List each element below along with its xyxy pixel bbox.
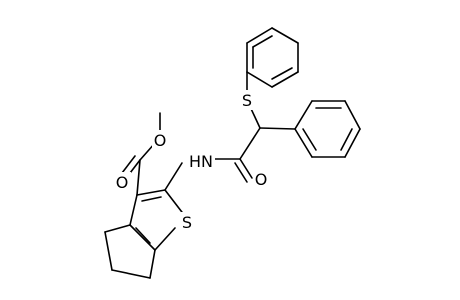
bond (340, 128, 353, 151)
bond (294, 100, 313, 130)
bond (294, 128, 313, 158)
bond (121, 155, 136, 174)
o-carbonyl-mask (114, 172, 131, 192)
bond (234, 162, 248, 183)
bond (259, 127, 296, 130)
bond (252, 35, 273, 48)
s-ring-mask (179, 212, 196, 232)
atom-o-amide: O (255, 170, 268, 189)
bonds (104, 27, 361, 279)
bond (104, 224, 131, 233)
o-methoxy-mask (152, 130, 169, 150)
bond (136, 159, 141, 196)
bond (246, 27, 273, 44)
bond (239, 127, 261, 160)
bond (104, 231, 113, 271)
bond (246, 71, 273, 88)
s-top-mask (239, 90, 256, 110)
nh-mask (189, 151, 215, 171)
bond (111, 269, 151, 279)
bond (154, 227, 176, 251)
bond (271, 71, 299, 88)
bond (302, 128, 317, 151)
bond (239, 158, 253, 179)
atom-s-top: S (242, 91, 252, 110)
atom-o-methoxy: O (154, 131, 167, 150)
bond (164, 162, 183, 191)
bond (344, 100, 361, 130)
bond (129, 194, 138, 226)
bond (141, 196, 162, 202)
o-amide-mask (253, 169, 270, 189)
bond (344, 128, 361, 158)
atom-labels: S HN O O O S (114, 90, 270, 232)
atom-o-carbonyl: O (116, 173, 129, 192)
atom-s-ring: S (182, 213, 192, 232)
bond (135, 227, 151, 244)
bond (271, 27, 299, 44)
bond (129, 224, 156, 251)
bond (149, 249, 156, 279)
bond (136, 189, 166, 196)
atom-nh: HN (189, 152, 213, 171)
bond (271, 67, 293, 80)
